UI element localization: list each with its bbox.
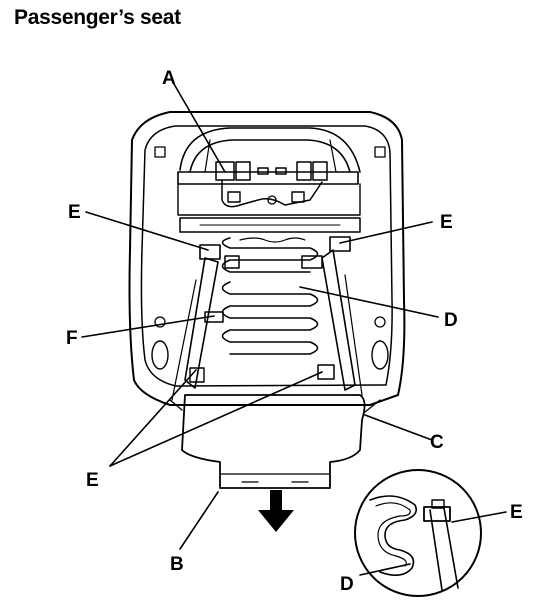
leader-e-left [85,211,209,251]
detail-view [354,469,482,597]
connector-a [215,161,328,181]
s-springs [221,237,319,355]
cushion-pan [181,394,366,489]
leader-b [179,491,219,550]
page-title: Passenger’s seat [14,6,181,29]
side-rail-right [321,249,356,391]
label-b: B [170,554,184,575]
label-e-left: E [68,202,81,223]
label-d-detail: D [340,574,354,595]
label-a: A [162,68,176,89]
leader-e-right [339,221,433,244]
leader-e-bottom-1 [109,369,197,467]
leader-e-bottom-2 [109,371,323,467]
leader-a [173,83,226,173]
label-e-bottom: E [86,470,99,491]
label-c: C [430,432,444,453]
label-e-detail: E [510,502,523,523]
seat-back-frame [128,111,406,406]
side-hook-left [199,244,221,260]
label-e-right: E [440,212,453,233]
leader-c [364,414,433,441]
side-rail-left [184,257,219,389]
leader-d [299,286,439,318]
side-hook-right [329,236,351,252]
leader-f [81,315,215,338]
label-f: F [66,328,78,349]
label-d: D [444,310,458,331]
down-arrow-icon [258,490,294,532]
wire-harness [221,179,323,208]
